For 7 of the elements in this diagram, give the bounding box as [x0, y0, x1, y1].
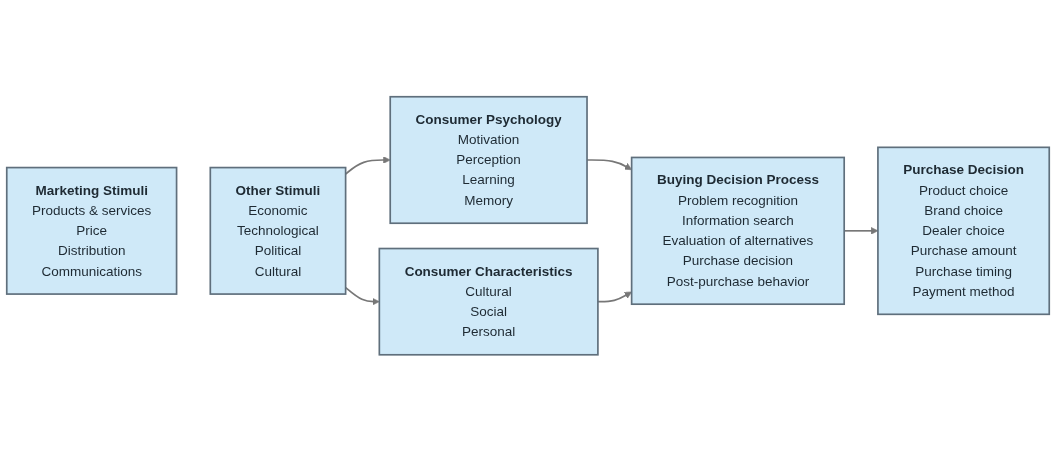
node-box: Consumer Characteristics Cultural Social Personal: [378, 247, 599, 356]
node-box: Other Stimuli Economic Technological Political Cultural: [209, 166, 347, 295]
node-box: Marketing Stimuli Products & services Price Distribution Communications: [5, 166, 178, 295]
node-box: Buying Decision Process Problem recognition Information search Evaluation of alternatives Purchase decision Post-purchase behavior: [630, 156, 846, 305]
node-box: Consumer Psychology Motivation Perception Learning Memory: [389, 95, 588, 224]
arrow: [597, 291, 632, 303]
node-box: Purchase Decision Product choice Brand choice Dealer choice Purchase amount Purchase timing Payment method: [877, 146, 1051, 315]
